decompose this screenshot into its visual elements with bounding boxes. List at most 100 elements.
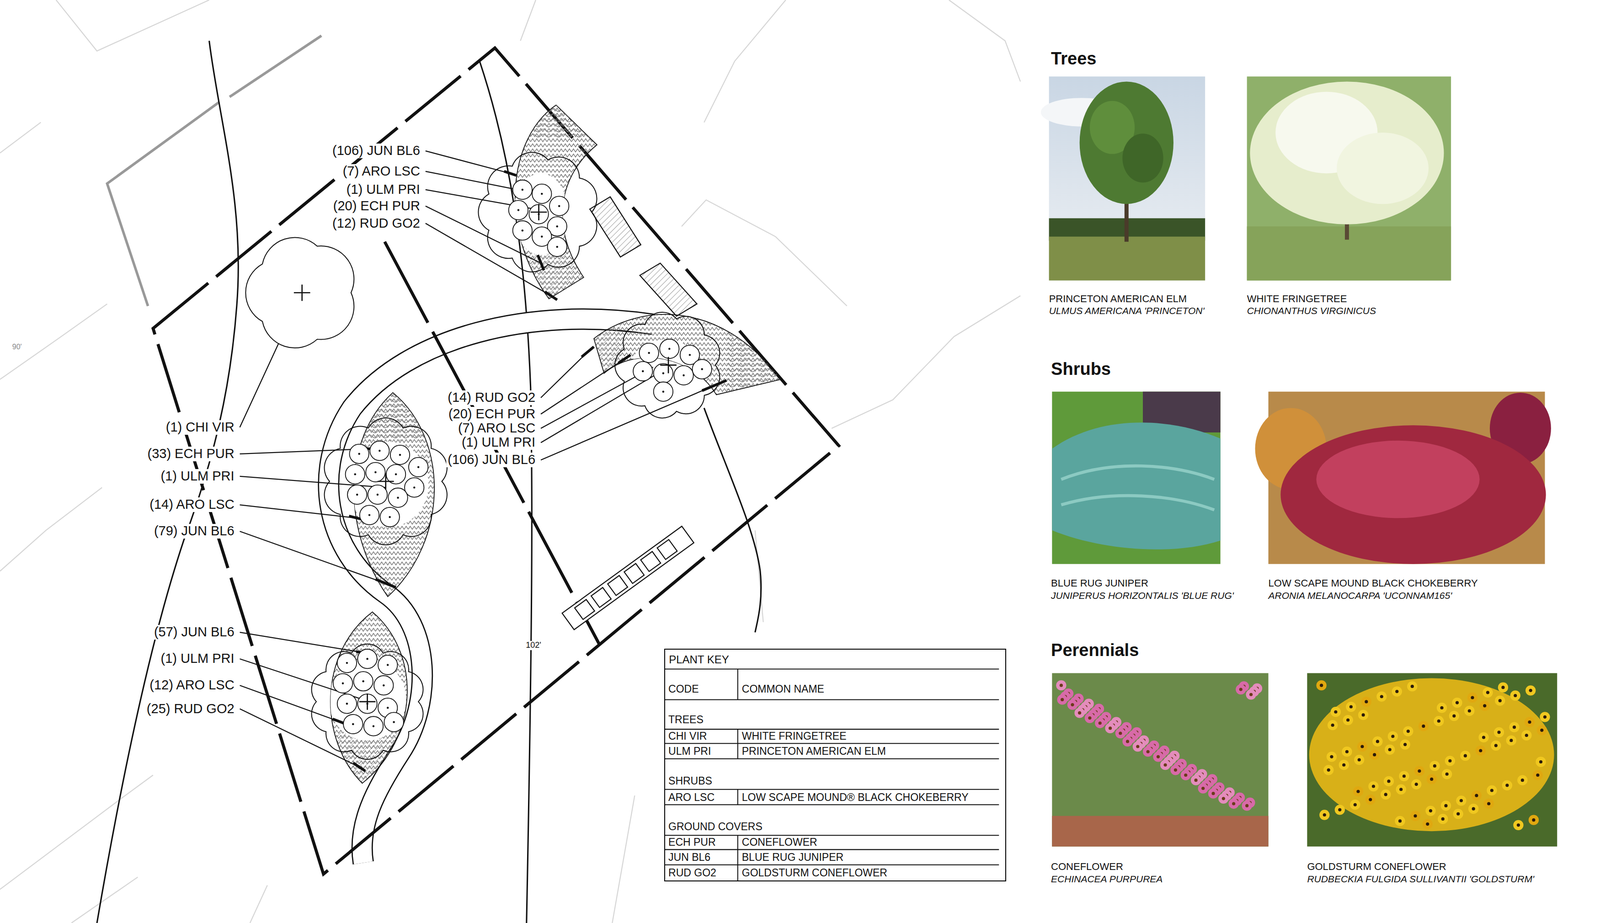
photo-goldsturm-part: [1407, 681, 1418, 692]
benches-part-part: [640, 551, 662, 572]
photo-goldsturm-part: [1525, 733, 1529, 737]
leader-lines-part: [540, 352, 588, 398]
leader-ticks-part: [537, 255, 544, 271]
photo-coneflower-part: [1056, 680, 1067, 691]
photo-goldsturm-part: [1429, 777, 1434, 781]
photo-goldsturm-part: [1468, 803, 1479, 814]
shrub-symbols-part: [688, 353, 691, 356]
photo-goldsturm-part: [1525, 685, 1536, 696]
photo-goldsturm-part: [1319, 683, 1323, 688]
photo-goldsturm-part: [1449, 710, 1460, 721]
shrub-symbols-part: [374, 471, 377, 474]
photo-coneflower-part: [1211, 791, 1215, 795]
tree-canopies-part: [293, 284, 311, 301]
photo-goldsturm-part: [1413, 814, 1417, 818]
photo-coneflower-part: [1051, 816, 1269, 847]
photo-goldsturm-part: [1357, 757, 1361, 762]
photo-coneflower-part: [1118, 731, 1122, 735]
callout-label: (1) CHI VIR: [164, 420, 236, 435]
shrub-symbols-part: [349, 444, 369, 464]
table-cell: RUD GO2: [668, 867, 717, 879]
photo-goldsturm-part: [1349, 799, 1360, 810]
photo-coneflower-part: [1088, 716, 1092, 720]
callout-label: (33) ECH PUR: [145, 446, 236, 462]
context-lines-part: [0, 775, 154, 890]
photo-goldsturm-part: [1395, 689, 1399, 694]
table-cell: CODE: [668, 683, 699, 695]
photo-coneflower-part: [1218, 793, 1229, 804]
photo-goldsturm-part: [1498, 698, 1502, 703]
walkway: [328, 319, 654, 863]
photo-goldsturm-part: [1421, 724, 1425, 728]
photo-goldsturm-part: [1371, 784, 1376, 788]
callout-label: (106) JUN BL6: [446, 452, 537, 468]
callout-label: (14) RUD GO2: [446, 390, 537, 406]
photo-goldsturm-part: [1441, 817, 1445, 821]
tree-canopies-part: [311, 644, 424, 760]
photo-coneflower-part: [1190, 775, 1201, 786]
photo-juniper: [1051, 391, 1221, 565]
photo-goldsturm-part: [1414, 782, 1419, 786]
photo-goldsturm-part: [1361, 713, 1366, 717]
shrub-symbols-part: [662, 372, 665, 374]
botanical-name: RUDBECKIA FULGIDA SULLIVANTII 'GOLDSTURM…: [1306, 874, 1535, 885]
leader-ticks-part: [618, 354, 631, 363]
photo-elm-part: [1049, 236, 1206, 281]
leader-ticks-part: [702, 380, 727, 391]
photo-goldsturm-part: [1445, 772, 1449, 776]
shrub-symbols-part: [417, 466, 420, 469]
walkway-part: [328, 319, 654, 863]
photo-goldsturm-part: [1498, 682, 1509, 693]
photo-coneflower-part: [1249, 693, 1253, 697]
photo-goldsturm-part: [1388, 747, 1392, 752]
plant-key-grid-part: [664, 789, 999, 790]
photo-coneflower-part: [1245, 804, 1249, 808]
benches-part: [589, 197, 641, 258]
context-lines-part: [681, 199, 848, 306]
photo-goldsturm-part: [1398, 771, 1409, 782]
plant-caption: GOLDSTURM CONEFLOWER: [1306, 861, 1446, 873]
photo-coneflower-part: [1060, 698, 1064, 702]
photo-goldsturm-part: [1482, 687, 1493, 698]
planting-beds-part: [489, 96, 613, 138]
photo-goldsturm-part: [1482, 735, 1486, 739]
benches-part-part: [562, 526, 694, 630]
photo-coneflower-part: [1051, 672, 1269, 847]
photo-coneflower-part: [1070, 703, 1074, 707]
photo-goldsturm-part: [1470, 695, 1474, 699]
plant-key-grid-part: [737, 668, 739, 700]
photo-goldsturm-part: [1505, 783, 1509, 787]
shrub-symbols-part: [388, 516, 391, 518]
shrub-symbols-part: [386, 663, 389, 666]
shrub-symbols-part: [700, 368, 703, 370]
shrub-symbols-part: [343, 714, 363, 734]
benches-part-part: [624, 563, 645, 584]
context-lines-part: [0, 487, 102, 571]
callout-label: (1) ULM PRI: [159, 469, 236, 484]
context-lines-part: [0, 122, 41, 154]
photo-goldsturm-part: [1386, 779, 1391, 783]
photo-coneflower-part: [1132, 741, 1143, 752]
photo-goldsturm-part: [1524, 716, 1535, 727]
plant-key-grid-part: [664, 758, 999, 760]
plant-caption: LOW SCAPE MOUND BLACK CHOKEBERRY: [1268, 577, 1478, 589]
photo-goldsturm-part: [1521, 730, 1532, 741]
photo-goldsturm-part: [1309, 678, 1555, 832]
photo-coneflower-part: [1160, 759, 1171, 770]
shrub-symbols-part: [337, 693, 357, 714]
leader-lines-part: [240, 709, 360, 768]
photo-goldsturm-part: [1456, 795, 1467, 806]
leader-lines-part: [240, 531, 386, 584]
shrub-symbols-part: [365, 462, 385, 482]
shrub-symbols-part: [396, 496, 399, 499]
table-cell: ARO LSC: [668, 791, 715, 804]
photo-goldsturm-part: [1436, 702, 1447, 713]
photo-goldsturm-part: [1422, 818, 1433, 829]
photo-goldsturm-part: [1417, 769, 1421, 773]
shrub-symbols-part: [647, 352, 650, 354]
photo-chokeberry: [1255, 391, 1552, 565]
photo-goldsturm-part: [1429, 760, 1440, 771]
shrub-symbols-part: [357, 649, 377, 669]
context-lines-part: [56, 0, 210, 52]
section-heading: Perennials: [1050, 640, 1139, 661]
